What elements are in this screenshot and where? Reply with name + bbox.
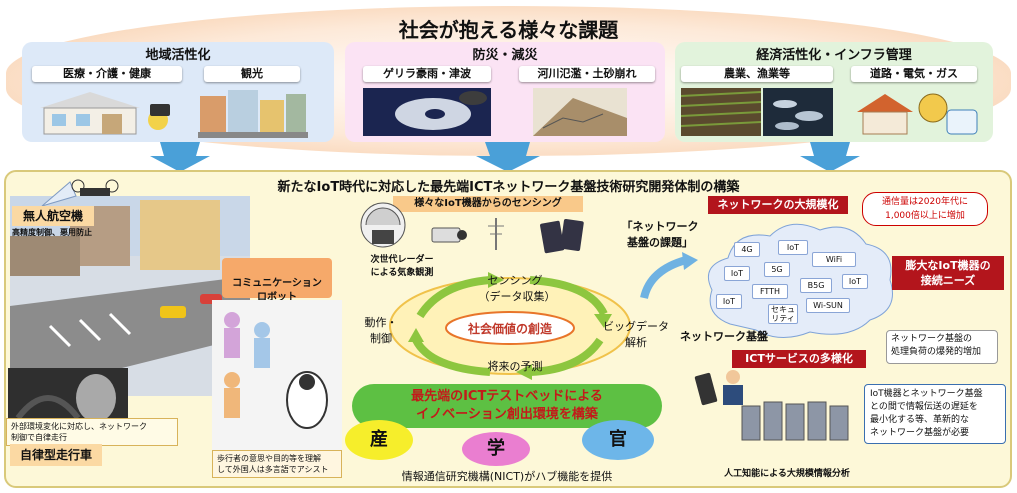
landslide-image	[533, 88, 627, 136]
category-title: 地域活性化	[145, 48, 211, 63]
category-title: 経済活性化・インフラ管理	[756, 48, 912, 63]
robot-label-text: コミュニケーション ロボット	[232, 278, 322, 303]
category-item-medical: 医療・介護・健康	[32, 66, 182, 82]
fish-image	[763, 88, 833, 136]
category-item-infrastructure: 道路・電気・ガス	[851, 66, 977, 82]
network-base-label: ネットワーク基盤	[680, 330, 768, 343]
server-rack-icon	[741, 401, 849, 441]
guide-note: 歩行者の意思や目的等を理解 して外国人は多言語でアシスト	[212, 450, 342, 478]
latency-note: IoT機器とネットワーク基盤 との間で情報伝送の遅延を 最小化する等、革新的な …	[864, 384, 1006, 444]
industry-circle: 産	[345, 420, 413, 460]
sensing-banner: 様々なIoT機器からのセンシング	[393, 196, 583, 212]
network-issue-label: 「ネットワーク 基盤の課題」	[621, 220, 699, 249]
storm-satellite-image	[363, 88, 491, 136]
cycle-diagram	[389, 272, 631, 380]
category-item-agriculture: 農業、漁業等	[681, 66, 833, 82]
load-note: ネットワーク基盤の 処理負荷の爆発的増加	[886, 330, 998, 364]
cloud-item-b5g: B5G	[800, 278, 832, 293]
antenna-icon	[488, 218, 504, 250]
house-illustration	[40, 92, 170, 135]
town-illustration	[198, 90, 308, 138]
scale-box: ネットワークの大規模化	[708, 196, 848, 214]
cloud-item-security: セキュ リティ	[768, 304, 798, 324]
government-circle: 官	[582, 420, 654, 460]
cloud-item-iot: IoT	[724, 266, 750, 281]
nict-caption: 情報通信研究機構(NICT)がハブ機能を提供	[401, 470, 613, 483]
cycle-center: 社会価値の創造	[467, 322, 552, 336]
drone-note: 高精度制御、悪用防止	[12, 228, 92, 237]
city-scene	[10, 196, 250, 396]
car-interior	[8, 368, 128, 424]
cycle-left: 動作・ 制御	[364, 316, 398, 345]
category-item-tourism: 観光	[204, 66, 300, 82]
category-item-flood: 河川氾濫・土砂崩れ	[519, 66, 655, 82]
ict-diverse-box: ICTサービスの多様化	[732, 350, 866, 368]
cloud-item-wisun: Wi-SUN	[806, 298, 850, 313]
cloud-item-iot: IoT	[842, 274, 868, 289]
cloud-item-4g: 4G	[734, 242, 760, 257]
phone-icon	[694, 372, 718, 406]
car-note: 外部環境変化に対応し、ネットワーク 制御で自律走行	[6, 418, 178, 446]
traffic-note: 通信量は2020年代に 1,000倍以上に増加	[862, 192, 988, 226]
radar-illustration	[360, 202, 406, 248]
person-icon	[723, 370, 743, 405]
cloud-item-iot: IoT	[778, 240, 808, 255]
cloud-item-iot: IoT	[716, 294, 742, 309]
category-panel-disaster: 防災・減災 ゲリラ豪雨・津波 河川氾濫・土砂崩れ	[345, 42, 665, 142]
drone-illustration	[41, 179, 119, 207]
category-item-rain: ゲリラ豪雨・津波	[363, 66, 491, 82]
iot-needs-box: 膨大なIoT機器の 接続ニーズ	[892, 256, 1004, 290]
cloud-item-ftth: FTTH	[752, 284, 788, 299]
cycle-sensing: センシング	[487, 274, 543, 287]
cycle-right: ビッグデータ 解析	[603, 320, 669, 349]
utilities-illustration	[857, 93, 978, 135]
academia-circle: 学	[462, 432, 530, 466]
flow-arrows	[150, 142, 860, 172]
cloud-item-5g: 5G	[764, 262, 790, 277]
camera-icon	[431, 227, 467, 243]
cloud-item-wifi: WiFi	[812, 252, 856, 267]
issue-arrow	[640, 252, 698, 300]
category-panel-economy: 経済活性化・インフラ管理 農業、漁業等 道路・電気・ガス	[675, 42, 993, 142]
robot-label: コミュニケーション ロボット	[222, 258, 332, 303]
page-title: 社会が抱える様々な課題	[398, 18, 619, 42]
crowd-scene	[212, 300, 342, 450]
testbed-banner: 最先端のICTテストベッドによる イノベーション創出環境を構築	[352, 384, 662, 428]
category-panel-regional: 地域活性化 医療・介護・健康 観光	[22, 42, 334, 142]
drone-label: 無人航空機	[12, 206, 94, 226]
radar-label: 次世代レーダー による気象観測	[370, 255, 434, 278]
cycle-bottom: 将来の予測	[487, 360, 543, 373]
cycle-sensing-sub: （データ収集）	[478, 290, 556, 303]
field-image	[681, 88, 761, 136]
category-title: 防災・減災	[472, 48, 538, 63]
ai-label: 人工知能による大規模情報分析	[724, 469, 850, 479]
tablet-icon	[540, 219, 584, 254]
car-label: 自律型走行車	[10, 444, 102, 466]
main-title: 新たなIoT時代に対応した最先端ICTネットワーク基盤技術研究開発体制の構築	[277, 180, 740, 195]
